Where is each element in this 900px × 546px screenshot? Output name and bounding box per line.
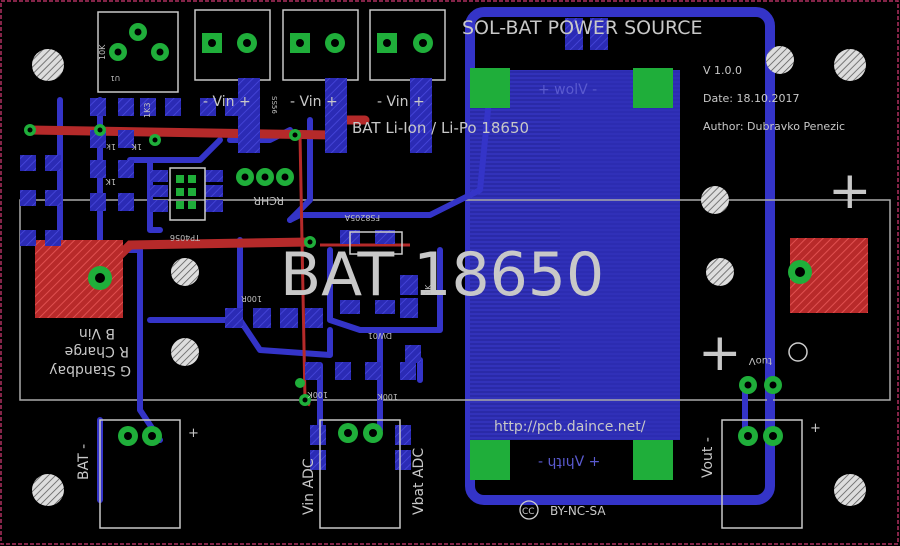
res-label-100r: 100R bbox=[241, 294, 262, 303]
rchr-label: RCHR bbox=[253, 194, 284, 207]
res-label-100k-a: 100K bbox=[377, 392, 398, 401]
tp4056-chip bbox=[169, 167, 206, 221]
vin-label-1: - Vin + bbox=[203, 94, 251, 110]
trimmer-label: 10K bbox=[98, 44, 107, 60]
cc-mark: CC bbox=[522, 507, 535, 517]
bat-plus-label: + bbox=[188, 426, 199, 441]
led-g-label: G Standbay bbox=[49, 362, 131, 378]
plus-sign-big-2: + bbox=[698, 323, 742, 383]
vhigh-label: - ɥʇıɥV + bbox=[538, 454, 600, 470]
diode-label: SS56 bbox=[270, 96, 278, 114]
vin-label-3: - Vin + bbox=[377, 94, 425, 110]
res-label-1k-b: 1K bbox=[105, 177, 116, 186]
plus-sign-big: + bbox=[828, 161, 872, 221]
license-text: BY-NC-SA bbox=[550, 504, 606, 518]
author-text: Author: Dubravko Penezic bbox=[703, 120, 845, 133]
vout-top-label: tuoV bbox=[749, 355, 772, 366]
battery-note: BAT Li-Ion / Li-Po 18650 bbox=[352, 119, 529, 137]
bat-minus-label: BAT - bbox=[76, 444, 92, 480]
holder-pads bbox=[470, 68, 673, 480]
res-label-1k3: 1K3 bbox=[143, 103, 152, 118]
led-r-label: R Charge bbox=[65, 343, 129, 359]
volv-label: + wolV - bbox=[538, 82, 597, 98]
board-title: SOL-BAT POWER SOURCE bbox=[462, 17, 703, 39]
res-label-1k-a: 1k bbox=[106, 142, 116, 151]
date-text: Date: 18.10.2017 bbox=[703, 92, 799, 105]
vin-label-2: - Vin + bbox=[290, 94, 338, 110]
battery-big-label: BAT 18650 bbox=[280, 240, 604, 310]
vin-pins bbox=[202, 33, 433, 53]
smd-pads bbox=[20, 18, 608, 470]
vout-plus-label: + bbox=[810, 421, 821, 436]
bottom-connectors bbox=[99, 419, 803, 529]
res-label-100k-b: 100K bbox=[307, 390, 328, 399]
version-text: V 1.0.0 bbox=[703, 64, 742, 77]
fs8205a-chip bbox=[349, 231, 403, 255]
vin-connectors bbox=[194, 9, 446, 81]
vin-adc-label: Vin ADC bbox=[301, 458, 317, 515]
led-b-label: B Vin bbox=[79, 325, 115, 341]
tp4056-label: TP4056 bbox=[170, 233, 201, 242]
res-label-1k-e: 1K bbox=[424, 284, 433, 295]
dw01-label: DW01 bbox=[368, 331, 392, 340]
trimmer-u-label: U1 bbox=[110, 74, 120, 82]
bottom-pins bbox=[118, 376, 783, 446]
mounting-holes bbox=[32, 46, 866, 506]
vbat-adc-label: Vbat ADC bbox=[411, 448, 427, 515]
vout-minus-label: Vout - bbox=[700, 437, 716, 478]
res-label-1k-c: 1K bbox=[131, 142, 142, 151]
fs8205a-label: FS8205A bbox=[344, 213, 380, 222]
cc-icon bbox=[519, 500, 539, 520]
trimmer-outline bbox=[97, 11, 179, 93]
url-text: http://pcb.daince.net/ bbox=[494, 419, 646, 435]
